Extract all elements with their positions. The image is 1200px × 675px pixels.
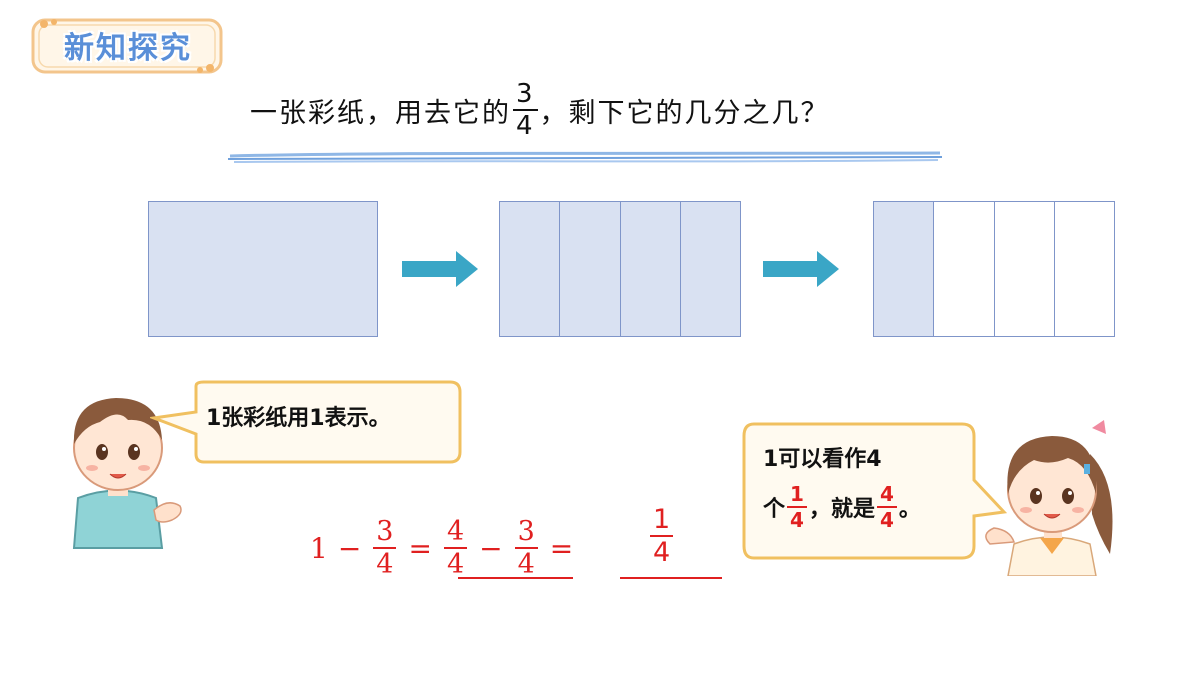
question-after: ，剩下它的几分之几？ [539, 97, 830, 129]
badge-background [31, 18, 223, 74]
quarter-cell [500, 202, 561, 336]
fraction-bar [514, 547, 538, 549]
girl-fraction-b: 4 4 [876, 482, 897, 532]
arrow-right-icon [402, 251, 478, 287]
boy-bubble-text: 1张彩纸用1表示。 [206, 406, 391, 431]
fraction-bar [513, 109, 538, 111]
fraction-bar [373, 547, 397, 549]
answer-underline [620, 577, 722, 579]
fraction-numerator: 4 [879, 482, 894, 506]
fraction-numerator: 1 [653, 504, 671, 535]
question-fraction: 3 4 [513, 81, 538, 139]
quarters-rect [499, 201, 741, 337]
fraction-denominator: 4 [516, 111, 535, 141]
remaining-rect [873, 201, 1115, 337]
question-before: 一张彩纸，用去它的 [250, 97, 511, 129]
whole-paper-rect [148, 201, 378, 337]
girl-bubble-line2: 个 1 4 ，就是 4 4 。 [763, 484, 921, 530]
equation-minus-1: − [337, 531, 362, 565]
fraction-numerator: 1 [790, 482, 804, 506]
quarter-cell [620, 202, 681, 336]
equation-fraction-2: 4 4 [443, 516, 468, 580]
fraction-bar [443, 547, 468, 549]
girl-bubble-line1: 1可以看作4 [763, 447, 882, 472]
used-quarter-cell [934, 202, 995, 336]
answer-underline [458, 577, 573, 579]
arrow-right-icon [763, 251, 839, 287]
fraction-denominator: 4 [517, 549, 535, 580]
equation-fraction-3: 3 4 [514, 516, 538, 580]
fraction-denominator: 4 [879, 508, 894, 532]
fraction-denominator: 4 [790, 508, 804, 532]
fraction-numerator: 3 [376, 516, 394, 547]
equation-equals-1: = [408, 531, 432, 565]
girl-line2-prefix: 个 [763, 497, 786, 522]
equation: 1 − 3 4 = 4 4 − 3 4 = [310, 508, 583, 588]
equation-term1: 1 [310, 531, 328, 565]
quarter-cell [680, 202, 740, 336]
fraction-denominator: 4 [653, 537, 671, 568]
girl-speech-bubble [742, 422, 1008, 560]
question-underline [227, 151, 943, 163]
fraction-denominator: 4 [446, 549, 465, 580]
equation-equals-2: = [549, 531, 574, 565]
girl-fraction-a: 1 4 [787, 484, 807, 530]
quarter-cell [560, 202, 621, 336]
boy-character-icon [72, 398, 182, 549]
section-badge: 新知探究 [30, 14, 226, 76]
question-text: 一张彩纸，用去它的 3 4 ，剩下它的几分之几？ [250, 70, 830, 150]
fraction-numerator: 4 [446, 516, 465, 547]
girl-line2-suffix: 。 [898, 497, 921, 522]
fraction-bar [650, 535, 674, 537]
girl-character-icon [985, 420, 1113, 576]
used-quarter-cell [1054, 202, 1114, 336]
equation-fraction-1: 3 4 [373, 516, 397, 580]
used-quarter-cell [994, 202, 1055, 336]
fraction-numerator: 3 [517, 516, 535, 547]
badge-label: 新知探究 [64, 31, 192, 66]
remaining-quarter-cell [874, 202, 935, 336]
fraction-bar [876, 506, 897, 508]
fraction-numerator: 3 [516, 79, 535, 109]
fraction-bar [787, 506, 807, 508]
boy-speech-bubble [150, 380, 462, 464]
equation-minus-2: − [479, 531, 503, 565]
fraction-denominator: 4 [376, 549, 394, 580]
equation-answer: 1 4 [648, 506, 675, 566]
answer-fraction: 1 4 [650, 504, 674, 568]
girl-line2-middle: ，就是 [808, 497, 875, 522]
